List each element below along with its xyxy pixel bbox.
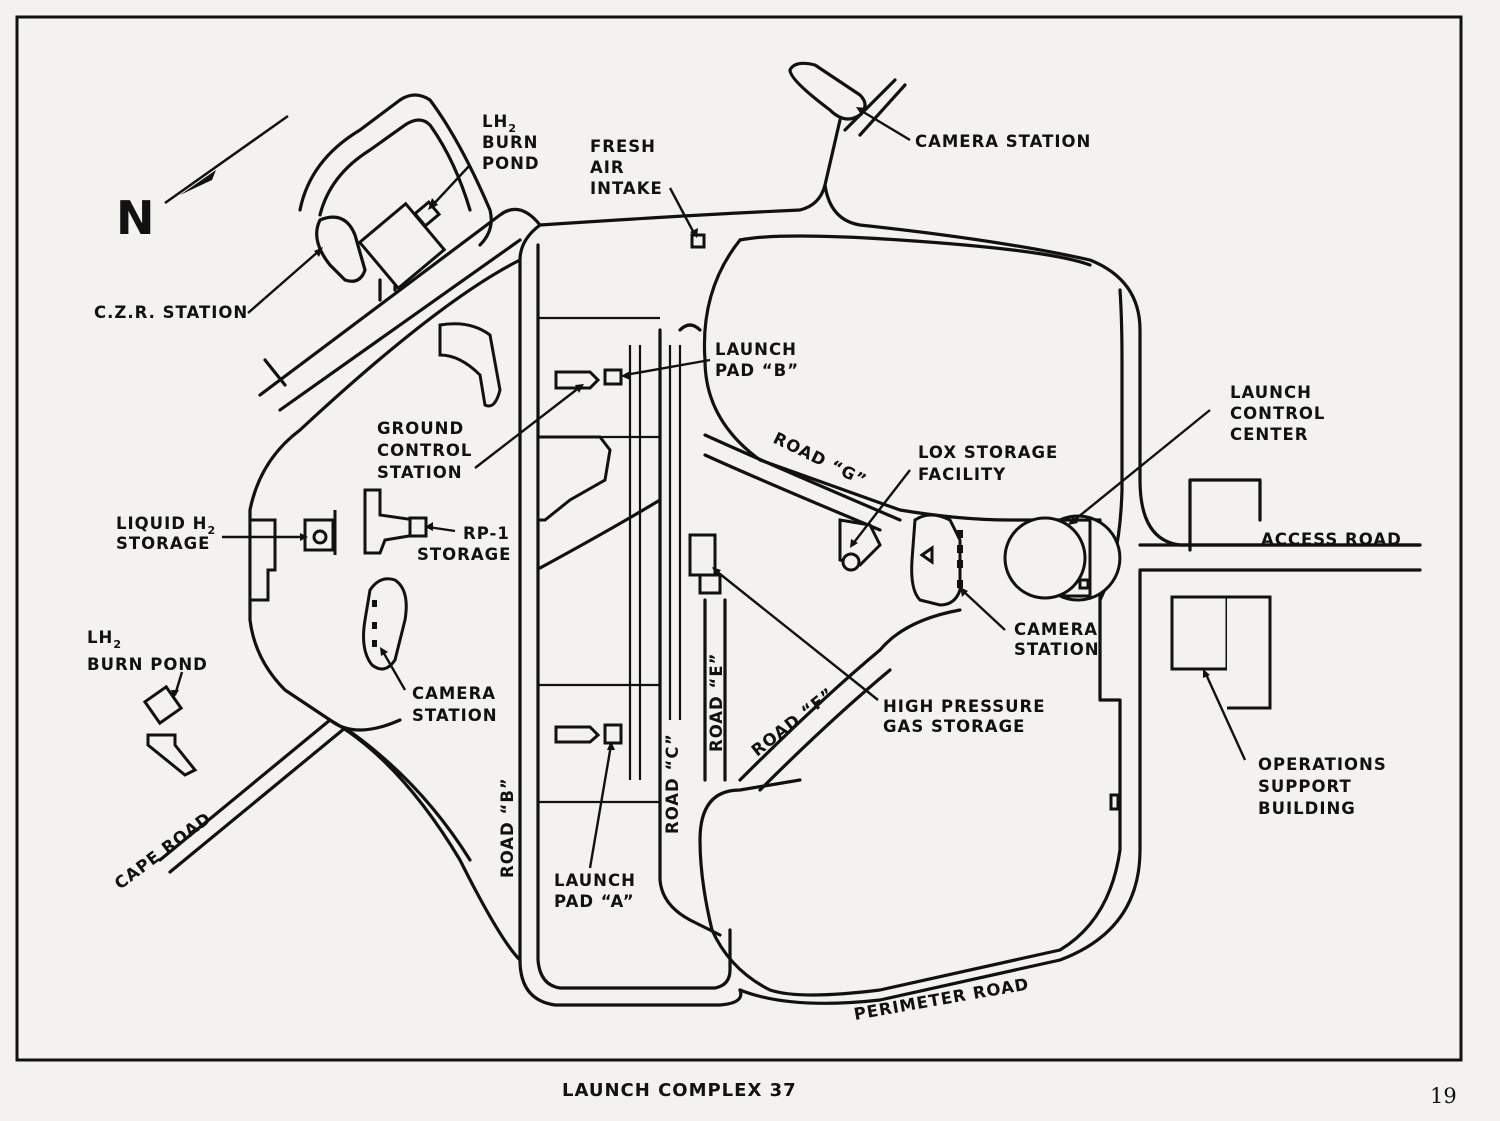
- label-camera-station-left-line2: STATION: [412, 706, 498, 725]
- label-camera-station-left-line1: CAMERA: [412, 684, 496, 703]
- launch-control-center: [1059, 514, 1122, 602]
- map-caption: LAUNCH COMPLEX 37: [562, 1080, 797, 1101]
- label-lh2-burn-pond-top: LH2: [482, 112, 517, 135]
- label-rp1-line1: RP-1: [463, 524, 510, 543]
- ground-control-structure: [438, 322, 502, 408]
- diagonal-road-upper: [258, 207, 542, 412]
- facilities: [142, 199, 1272, 811]
- leader-lines: [171, 107, 1247, 869]
- label-cape-road: CAPE ROAD: [111, 808, 215, 893]
- north-arrow: N: [116, 114, 289, 245]
- label-liquid-h2-line2: STORAGE: [116, 534, 210, 553]
- label-launch-pad-a-line1: LAUNCH: [554, 871, 636, 890]
- launch-control-small-block: [1078, 578, 1090, 590]
- liquid-h2-tank: [312, 529, 328, 545]
- lox-tank: [841, 552, 861, 572]
- cpz-loop-road: [298, 93, 493, 247]
- launch-pad-b-umbilical: [603, 368, 623, 386]
- label-fresh-air-line3: INTAKE: [590, 179, 663, 198]
- launch-rail-a: [628, 345, 682, 780]
- label-liquid-h2-line1: LIQUID H2: [116, 514, 216, 537]
- north-label: N: [116, 191, 155, 245]
- label-road-c: ROAD “C”: [663, 733, 682, 834]
- fresh-air-intake: [690, 233, 706, 249]
- camera-station-right-markers: [957, 530, 963, 588]
- label-road-f: ROAD “F”: [748, 684, 838, 760]
- label-high-pressure-line1: HIGH PRESSURE: [883, 697, 1046, 716]
- label-ground-control-line2: CONTROL: [377, 441, 472, 460]
- map-labels: LH2 BURN POND FRESH AIR INTAKE CAMERA ST…: [87, 112, 1402, 1024]
- left-outer-road: [248, 223, 743, 1007]
- road-g: [703, 433, 902, 532]
- label-high-pressure-line2: GAS STORAGE: [883, 717, 1025, 736]
- road-f: [738, 608, 962, 792]
- high-pressure-gas-storage: [688, 533, 717, 577]
- lh2-burn-pond-top-small: [412, 199, 442, 229]
- label-lh2-burn-pond-top-line3: POND: [482, 154, 540, 173]
- camera-station-top-access: [843, 78, 907, 137]
- launch-control-center-dome: [1003, 516, 1087, 600]
- label-road-e: ROAD “E”: [707, 653, 726, 752]
- label-operations-line1: OPERATIONS: [1258, 755, 1387, 774]
- cape-road: [158, 718, 522, 962]
- left-inner-road: [536, 243, 732, 990]
- label-launch-control-line2: CONTROL: [1230, 404, 1325, 423]
- label-launch-pad-a-line2: PAD “A”: [554, 892, 635, 911]
- label-lox-line1: LOX STORAGE: [918, 443, 1058, 462]
- czr-loop: [315, 215, 367, 283]
- label-ground-control-line1: GROUND: [377, 419, 464, 438]
- label-lh2-burn-pond-left-line2: BURN POND: [87, 655, 208, 674]
- camera-station-right-loop: [910, 513, 962, 607]
- camera-station-top-loop: [788, 61, 867, 121]
- label-lox-line2: FACILITY: [918, 465, 1006, 484]
- label-fresh-air-line2: AIR: [590, 158, 625, 177]
- operations-support-wing: [1227, 595, 1272, 710]
- label-ground-control-line3: STATION: [377, 463, 463, 482]
- camera-station-right-symbol: [919, 545, 934, 565]
- road-e: [703, 598, 727, 782]
- launch-pad-a-structure: [554, 725, 601, 744]
- perimeter-road: [538, 118, 1422, 1005]
- label-launch-pad-b-line1: LAUNCH: [715, 340, 797, 359]
- pad-b-apron: [536, 435, 612, 522]
- label-operations-line2: SUPPORT: [1258, 777, 1352, 796]
- label-launch-pad-b-line2: PAD “B”: [715, 361, 799, 380]
- label-camera-station-top: CAMERA STATION: [915, 132, 1091, 151]
- camera-station-left-markers: [372, 600, 377, 647]
- road-network: [158, 61, 1422, 1007]
- label-launch-control-line3: CENTER: [1230, 425, 1308, 444]
- high-pressure-gas-storage-annex: [698, 573, 722, 595]
- ground-control-station: [363, 488, 417, 555]
- label-operations-line3: BUILDING: [1258, 799, 1356, 818]
- label-lh2-burn-pond-top-line2: BURN: [482, 133, 539, 152]
- page-number: 19: [1430, 1084, 1457, 1108]
- launch-pad-b-structure: [554, 370, 601, 390]
- label-launch-control-line1: LAUNCH: [1230, 383, 1312, 402]
- operations-support-building: [1170, 595, 1229, 671]
- small-structure-right: [1109, 793, 1120, 811]
- road-c: [658, 323, 722, 937]
- left-side-structure: [248, 518, 277, 602]
- map-frame: [15, 15, 1463, 1062]
- rp1-storage: [408, 516, 428, 538]
- label-camera-station-right-line1: CAMERA: [1014, 620, 1098, 639]
- czr-stub: [263, 268, 397, 387]
- lh2-burn-pond-left-pad: [146, 733, 198, 777]
- inner-loop-road: [698, 234, 1124, 997]
- label-rp1-line2: STORAGE: [417, 545, 511, 564]
- lh2-burn-pond-left: [142, 684, 184, 726]
- launch-control-road: [1188, 478, 1262, 552]
- launch-pad-a-umbilical: [603, 723, 623, 745]
- label-fresh-air-line1: FRESH: [590, 137, 656, 156]
- label-access-road: ACCESS ROAD: [1261, 530, 1402, 549]
- label-camera-station-right-line2: STATION: [1014, 640, 1100, 659]
- label-lh2-burn-pond-left-line1: LH2: [87, 628, 122, 651]
- label-road-b: ROAD “B”: [498, 777, 517, 878]
- label-czr-station: C.Z.R. STATION: [94, 303, 248, 322]
